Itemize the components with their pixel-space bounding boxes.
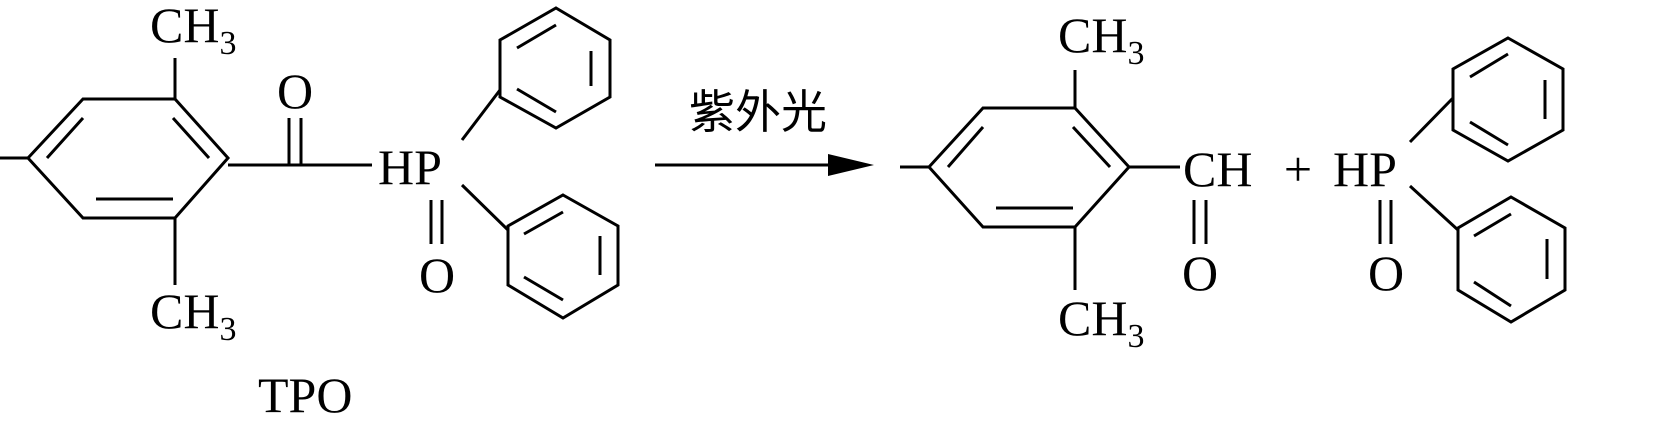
product-p-to-phenyl-top-bond [1408, 96, 1455, 144]
reactant-p-to-phenyl-top-bond [460, 89, 502, 141]
reactant-molecule: CH3 CH3 O HP O TPO [0, 0, 620, 423]
reactant-ch3-top-label: CH3 [150, 0, 236, 62]
reactant-carbonyl-oxygen: O [277, 63, 313, 119]
reactant-phosphoryl-oxygen: O [419, 247, 455, 303]
reaction-condition-label: 紫外光 [689, 85, 827, 139]
reactant-phenyl-ring-bottom [506, 193, 620, 320]
arrow-head [828, 154, 874, 176]
reactant-p-to-phenyl-bottom-bond [460, 183, 510, 232]
reactant-ch3-bottom-label: CH3 [150, 283, 236, 348]
product-phosphoryl-oxygen: O [1368, 245, 1404, 301]
product-phenyl-ring-top [1451, 36, 1565, 163]
product-aldehyde-molecule: CH3 CH3 CH O [900, 7, 1252, 355]
product-phosphorus-label: HP [1333, 141, 1397, 197]
reactant-phosphorus-label: HP [378, 139, 442, 195]
product-phenyl-ring-bottom [1456, 195, 1567, 324]
product-aldehyde-label: CH [1183, 141, 1252, 197]
reactant-phenyl-ring-top [498, 6, 612, 130]
reactant-name-label: TPO [258, 367, 352, 423]
product-phosphine-oxide-molecule: HP O [1333, 36, 1567, 324]
reaction-arrow: 紫外光 [655, 85, 874, 176]
plus-sign: + [1284, 141, 1312, 197]
product-ch3-top-label: CH3 [1058, 7, 1144, 72]
product-ch3-bottom-label: CH3 [1058, 290, 1144, 355]
product-mesityl-ring [926, 106, 1132, 229]
reactant-mesityl-ring [25, 97, 231, 220]
product-p-to-phenyl-bottom-bond [1408, 184, 1460, 232]
product-aldehyde-oxygen: O [1182, 245, 1218, 301]
